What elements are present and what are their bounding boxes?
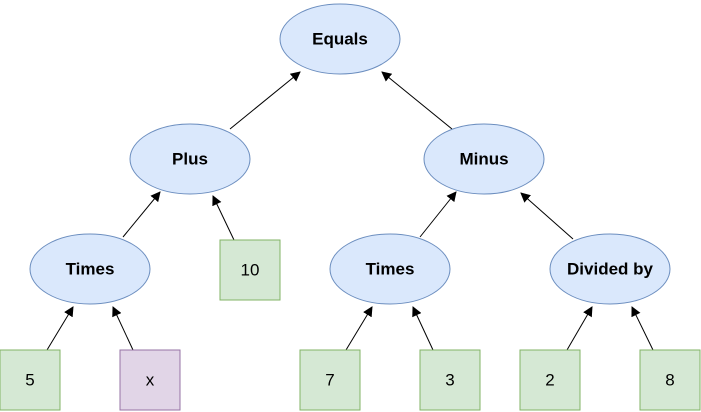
leaf-x-label: x (146, 371, 155, 390)
leaf-five: 5 (0, 349, 61, 411)
leaf-seven-label: 7 (325, 371, 334, 390)
node-plus: Plus (129, 123, 251, 195)
edge-plus-to-equals (229, 71, 301, 130)
node-times-left: Times (29, 233, 151, 305)
leaf-ten-label: 10 (241, 261, 260, 280)
node-times-right: Times (329, 233, 451, 305)
leaf-eight-label: 8 (665, 371, 674, 390)
edge-ten-to-plus (212, 195, 235, 241)
node-divided-by-label: Divided by (567, 260, 654, 279)
leaf-seven: 7 (299, 349, 361, 411)
leaf-three: 3 (419, 349, 481, 411)
node-plus-label: Plus (172, 150, 208, 169)
node-times-right-label: Times (366, 260, 415, 279)
edge-five-to-times-left (46, 306, 74, 351)
edge-seven-to-times-right (345, 306, 373, 351)
leaf-ten: 10 (219, 239, 281, 301)
leaf-two-label: 2 (545, 371, 554, 390)
leaf-three-label: 3 (445, 371, 454, 390)
node-minus: Minus (423, 123, 545, 195)
edge-times-right-to-minus (419, 191, 457, 238)
edge-eight-to-divided-by (631, 306, 654, 351)
edge-times-left-to-plus (122, 191, 161, 238)
leaf-x: x (119, 349, 181, 411)
node-divided-by: Divided by (549, 233, 671, 305)
edge-x-to-times-left (112, 306, 134, 351)
edge-divided-by-to-minus (520, 192, 574, 240)
leaf-two: 2 (519, 349, 581, 411)
edge-three-to-times-right (412, 306, 434, 351)
leaf-eight: 8 (639, 349, 701, 411)
leaf-five-label: 5 (25, 371, 34, 390)
edge-minus-to-equals (381, 71, 453, 130)
node-minus-label: Minus (459, 150, 508, 169)
edge-two-to-divided-by (566, 306, 593, 351)
node-equals: Equals (279, 3, 401, 75)
node-times-left-label: Times (66, 260, 115, 279)
node-equals-label: Equals (312, 30, 368, 49)
